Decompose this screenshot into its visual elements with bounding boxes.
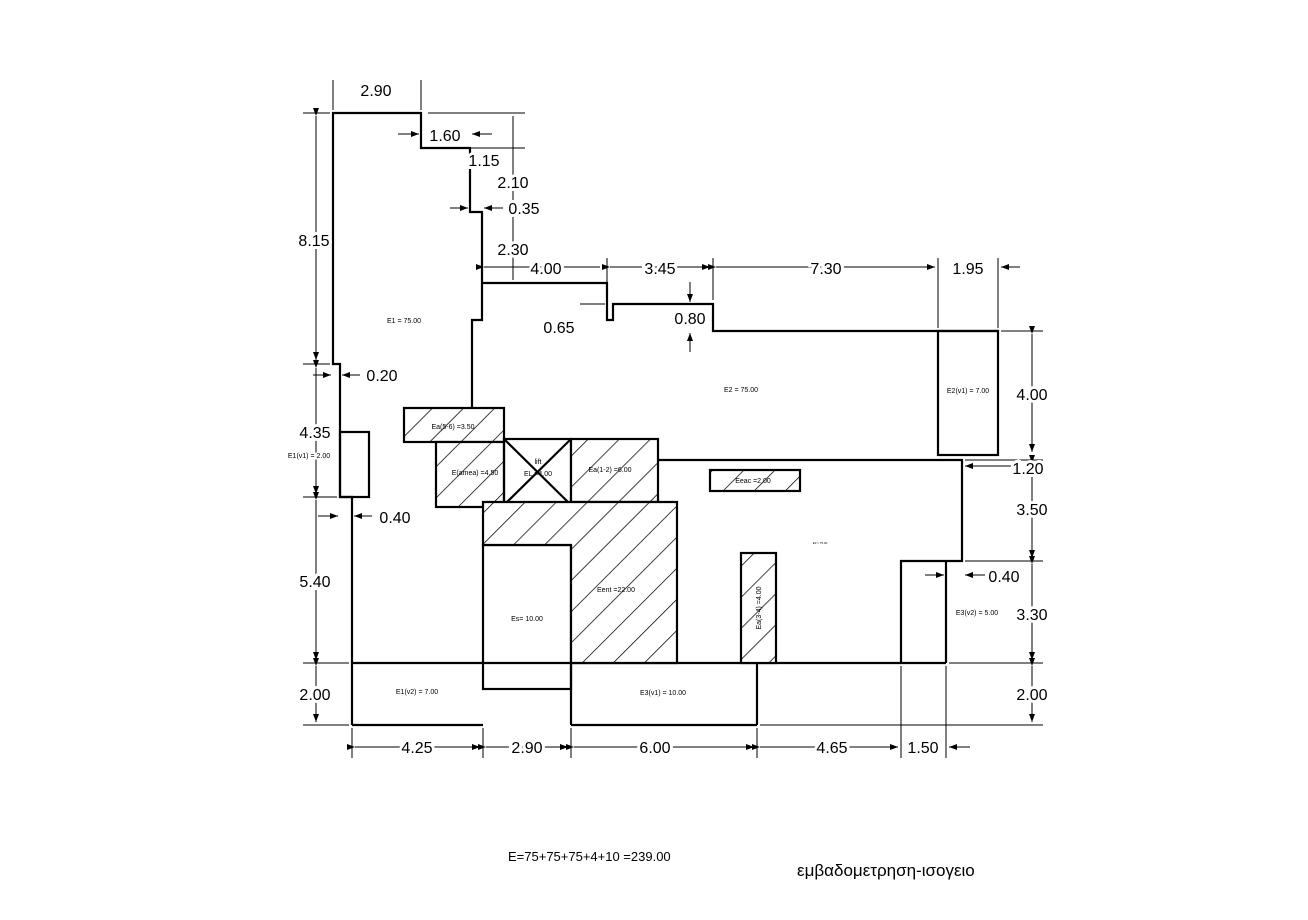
dim-label: 0.80 [674,311,705,328]
dim-label: 0.40 [988,569,1019,586]
dim-label: 2.00 [1016,687,1047,704]
area-label-e1v1: E1(v1) = 2.00 [288,453,330,460]
dim-label: 0.65 [543,320,574,337]
dim-label: 2.30 [497,242,528,259]
area-eeac [708,468,802,493]
dimension-labels: 2.90 1.60 1.15 2.10 0.35 8.15 2.30 4.00 … [295,80,1050,760]
dim-label: 1.95 [952,261,983,278]
area-label-e2v1: E2(v1) = 7.00 [947,388,989,395]
dim-label: 1.50 [907,740,938,757]
dim-label: 4.35 [299,425,330,442]
area-label-e1v2: E1(v2) = 7.00 [396,689,438,696]
dim-label: 3.30 [1016,607,1047,624]
area-label-es: Es= 10.00 [511,616,543,623]
dim-label: 3.50 [1016,502,1047,519]
dim-label: 1.15 [468,153,499,170]
dim-label: 6.00 [639,740,670,757]
dim-label: 4.25 [401,740,432,757]
dim-label: 2.90 [360,83,391,100]
area-eamea [434,440,506,509]
dim-label: 2.90 [511,740,542,757]
area-label-ea12: Ea(1-2) =6.00 [589,467,632,474]
dim-label: 4.00 [1016,387,1047,404]
dimension-lines [303,80,1043,758]
area-label-ea56: Ea(5-6) =3.50 [432,424,475,431]
dim-label: 2.10 [497,175,528,192]
area-ea12 [569,437,660,504]
dim-label: 1.60 [429,128,460,145]
dim-label: 7.30 [810,261,841,278]
area-eent [481,500,679,665]
area-label-lift: lift [535,459,542,466]
area-label-ea34: Ea(3-4) =4.00 [756,586,763,629]
dim-label: 0.35 [508,201,539,218]
area-labels: E1 = 75.00 E2 = 75.00 E2(v1) = 7.00 E1(v… [286,318,998,697]
dim-label: 4.65 [816,740,847,757]
area-label-e3v2: E3(v2) = 5.00 [956,610,998,617]
area-formula: E=75+75+75+4+10 =239.00 [508,849,671,864]
dim-label: 2.00 [299,687,330,704]
area-label-eeac: Eeac =2.00 [735,478,771,485]
area-label-e2: E2 = 75.00 [724,387,758,394]
dim-label: 8.15 [298,233,329,250]
dim-label: 0.20 [366,368,397,385]
drawing-title: εμβαδομετρηση-ισογειο [797,861,975,880]
area-ea34 [739,551,778,665]
area-label-e1: E1 = 75.00 [387,318,421,325]
area-label-e3v1: E3(v1) = 10.00 [640,690,686,697]
area-label-e3: E3 = 75.00 [813,541,828,545]
dim-label: 1.20 [1012,461,1043,478]
area-label-eent: Eent =22.00 [597,587,635,594]
room-e2-v1 [936,329,1000,457]
area-ea56 [402,406,506,444]
dim-label: 5.40 [299,574,330,591]
area-label-el: EL =4.00 [524,471,552,478]
dim-label: 4.00 [530,261,561,278]
dim-label: 3.45 [644,261,675,278]
room-e1-v1 [338,430,371,499]
dim-label: 0.40 [379,510,410,527]
area-label-eamea: E(amea) =4.50 [452,470,499,477]
